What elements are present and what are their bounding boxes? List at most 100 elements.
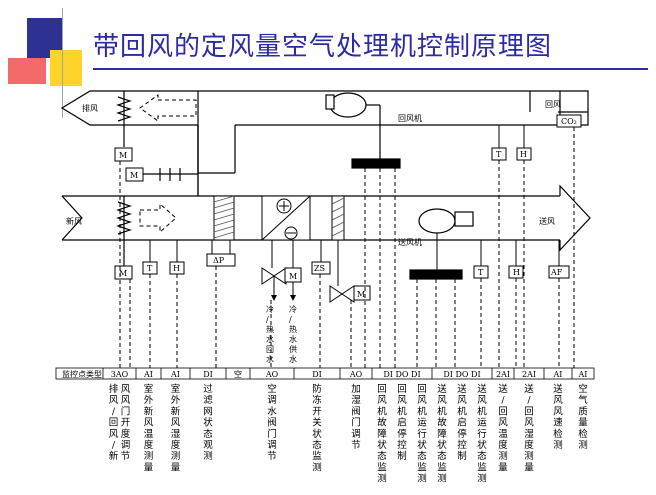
point-description-char: 测 <box>578 440 588 451</box>
point-description-char: 外 <box>171 394 181 406</box>
point-description-char: 量 <box>578 418 588 429</box>
point-description-char: 风 <box>417 395 427 406</box>
point-description-char: 制 <box>397 450 407 462</box>
point-description-char: 阀 <box>267 417 277 429</box>
svg-text:热: 热 <box>289 324 297 334</box>
title-rule <box>93 68 648 70</box>
point-description-char: 状 <box>417 439 427 451</box>
supply-humidity-label: H <box>513 268 520 277</box>
co2-label: CO₂ <box>561 117 577 126</box>
supply-air-label: 送风 <box>539 216 555 226</box>
point-description-char: 行 <box>477 428 487 440</box>
point-description-char: 速 <box>553 418 563 429</box>
deco-square-yellow <box>50 50 82 86</box>
point-description-char: 回 <box>524 406 534 417</box>
point-description-char: 回 <box>417 384 427 395</box>
point-description-char: 量 <box>144 462 154 473</box>
point-description-char: 制 <box>457 450 467 462</box>
point-description-char: 回 <box>498 406 508 417</box>
point-description-char: 行 <box>417 428 427 440</box>
point-description-char: 监 <box>417 461 427 473</box>
point-description-char: 度 <box>144 439 154 451</box>
supply-temp-label: T <box>478 268 484 277</box>
point-description-char: 态 <box>203 428 213 440</box>
point-description-char: / <box>112 440 116 451</box>
point-description-char: / <box>527 395 531 406</box>
point-type-cell: AI <box>578 370 588 379</box>
point-description-char: 状 <box>477 439 487 451</box>
point-description-char: 室 <box>171 383 181 395</box>
svg-text:/: / <box>266 315 269 324</box>
point-description-char: 调 <box>351 429 361 440</box>
point-description-char: 门 <box>267 428 277 440</box>
point-description-char: 水 <box>267 405 277 417</box>
point-description-char: 阀 <box>351 405 361 417</box>
point-description-char: 机 <box>377 405 387 417</box>
svg-text:回: 回 <box>266 345 274 354</box>
point-description-char: 门 <box>351 417 361 429</box>
point-description-char: 滤 <box>203 394 213 406</box>
exhaust-label: 排风 <box>82 103 98 113</box>
point-description-char: 温 <box>144 429 154 440</box>
exhaust-damper-motor <box>114 147 133 162</box>
freeze-switch-label: ZS <box>314 264 325 273</box>
fresh-damper-motor <box>114 265 133 280</box>
point-description-char: 测 <box>498 451 508 462</box>
point-description-char: 防 <box>312 383 322 395</box>
point-description-char: 监 <box>477 461 487 473</box>
point-description-char: 空 <box>267 383 277 395</box>
point-description-char: 态 <box>417 450 427 462</box>
point-description-char: 风 <box>377 395 387 406</box>
point-description-char: 送 <box>457 383 467 395</box>
point-description-char: / <box>112 406 116 417</box>
point-description-char: 湿 <box>171 429 181 440</box>
point-description-char: / <box>501 395 505 406</box>
point-description-char: 回 <box>397 384 407 395</box>
filter-hatch <box>213 195 235 239</box>
point-description-char: 湿 <box>524 429 534 440</box>
exhaust-damper <box>116 91 132 147</box>
point-description-char: 量 <box>498 462 508 473</box>
point-type-cell: DI <box>203 370 213 379</box>
point-description-char: 测 <box>417 474 427 485</box>
point-description-char: 空 <box>578 383 588 395</box>
svg-text:水: 水 <box>289 354 297 364</box>
return-humidity-label: H <box>520 150 527 159</box>
point-description-char: 量 <box>171 462 181 473</box>
cold-water-supply-label: 冷/ 热水 供水 <box>289 304 297 364</box>
point-description-char: 观 <box>203 440 213 451</box>
svg-text:水: 水 <box>289 334 297 344</box>
point-description-char: 网 <box>203 406 213 417</box>
svg-text:供: 供 <box>289 344 297 354</box>
point-description-char: 测 <box>524 451 534 462</box>
fresh-damper-motor-label: M <box>119 269 127 278</box>
deco-square-red <box>8 58 46 84</box>
point-description-char: 态 <box>312 439 322 451</box>
point-description-char: 调 <box>121 440 131 451</box>
point-description-char: 节 <box>267 451 277 462</box>
water-valve <box>261 240 302 301</box>
point-description-char: 送 <box>437 383 447 395</box>
point-description-char: 湿 <box>351 395 361 406</box>
point-type-cell: DI <box>312 370 322 379</box>
point-description-char: 监 <box>437 461 447 473</box>
supply-duct <box>61 184 591 252</box>
return-label: 回风 <box>545 100 561 109</box>
point-description-char: 检 <box>553 428 563 440</box>
point-type-cell: AI <box>553 370 563 379</box>
point-description-char: 故 <box>377 417 387 429</box>
lower-sensors <box>114 253 570 280</box>
co2-sensor <box>556 114 582 128</box>
point-description-char: 节 <box>121 451 131 462</box>
point-type-cell: AI <box>143 370 153 379</box>
point-description-char: 机 <box>397 405 407 417</box>
svg-text:水: 水 <box>266 334 274 344</box>
point-description-char: 故 <box>437 417 447 429</box>
point-type-table <box>55 367 595 380</box>
point-description-char: 机 <box>457 405 467 417</box>
point-description-char: 度 <box>171 439 181 451</box>
exhaust-damper-motor-label: M <box>119 151 127 160</box>
point-description-char: 测 <box>312 462 322 473</box>
